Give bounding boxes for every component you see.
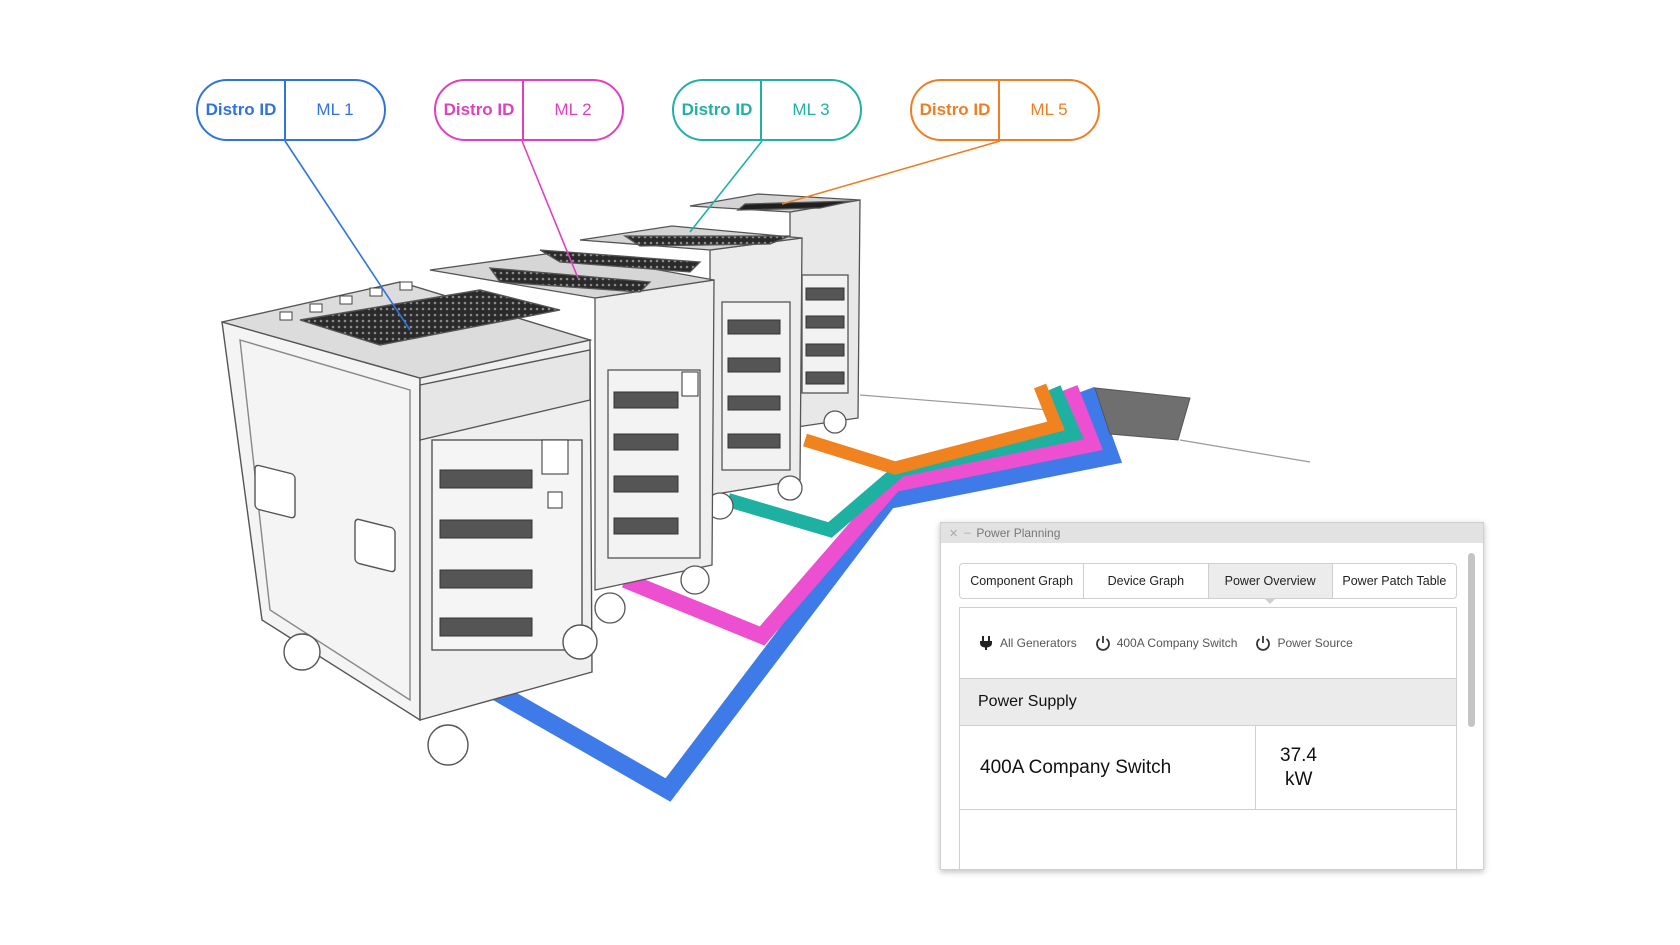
floor-lines [859, 394, 1311, 463]
close-icon[interactable]: ✕ [949, 527, 959, 540]
distro-rack-ml1 [221, 281, 598, 766]
distro-id-label: Distro ID [674, 81, 762, 139]
plug-icon [980, 636, 992, 650]
tab-component-graph[interactable]: Component Graph [960, 564, 1085, 598]
tab-power-patch-table[interactable]: Power Patch Table [1342, 574, 1447, 588]
distro-callout-ml1: Distro ID ML 1 [196, 79, 386, 141]
power-icon [1095, 636, 1110, 651]
distro-id-value: ML 2 [554, 100, 592, 119]
distro-id-value: ML 1 [316, 100, 354, 119]
filter-label: 400A Company Switch [1116, 636, 1238, 650]
tab-power-overview[interactable]: Power Overview [1208, 564, 1333, 604]
filter-all-generators[interactable]: All Generators [978, 635, 1077, 651]
panel-tabs: Component Graph Device Graph Power Overv… [959, 563, 1457, 604]
cable-runs [485, 383, 1123, 802]
filter-400a-company-switch[interactable]: 400A Company Switch [1095, 635, 1238, 651]
distro-callout-ml5: Distro ID ML 5 [910, 79, 1100, 141]
supply-value-cell: 37.4 kW [1256, 726, 1456, 809]
power-icon [1256, 636, 1271, 651]
distro-id-value: ML 3 [792, 100, 830, 119]
supply-unit: kW [1285, 768, 1313, 790]
power-overview-content: All Generators 400A Company Switch Power… [959, 607, 1457, 869]
distro-rack-ml3 [579, 225, 803, 520]
panel-titlebar: ✕ – Power Planning [941, 523, 1483, 543]
distro-callout-ml2: Distro ID ML 2 [434, 79, 624, 141]
filter-breadcrumb: All Generators 400A Company Switch Power… [960, 608, 1456, 678]
distro-id-label: Distro ID [198, 81, 286, 139]
filter-power-source[interactable]: Power Source [1255, 635, 1353, 651]
distro-id-label: Distro ID [912, 81, 1000, 139]
power-source-block [1094, 387, 1191, 441]
power-supply-header: Power Supply [960, 678, 1456, 726]
table-row[interactable]: 400A Company Switch 37.4 kW [960, 726, 1456, 810]
distro-id-value: ML 5 [1030, 100, 1068, 119]
power-planning-panel: ✕ – Power Planning Component Graph Devic… [940, 522, 1484, 870]
minimize-icon[interactable]: – [964, 527, 971, 539]
callout-leaders [284, 140, 1001, 331]
supply-name-cell: 400A Company Switch [960, 726, 1256, 809]
supply-value: 37.4 [1280, 744, 1317, 766]
filter-label: Power Source [1277, 636, 1353, 650]
distro-id-label: Distro ID [436, 81, 524, 139]
distro-callout-ml3: Distro ID ML 3 [672, 79, 862, 141]
panel-scrollbar[interactable] [1468, 553, 1475, 727]
panel-title: Power Planning [976, 526, 1061, 540]
tab-device-graph[interactable]: Device Graph [1084, 564, 1209, 598]
distro-rack-ml2 [429, 249, 715, 624]
filter-label: All Generators [1000, 636, 1077, 650]
cable-ml5 [803, 383, 1065, 475]
